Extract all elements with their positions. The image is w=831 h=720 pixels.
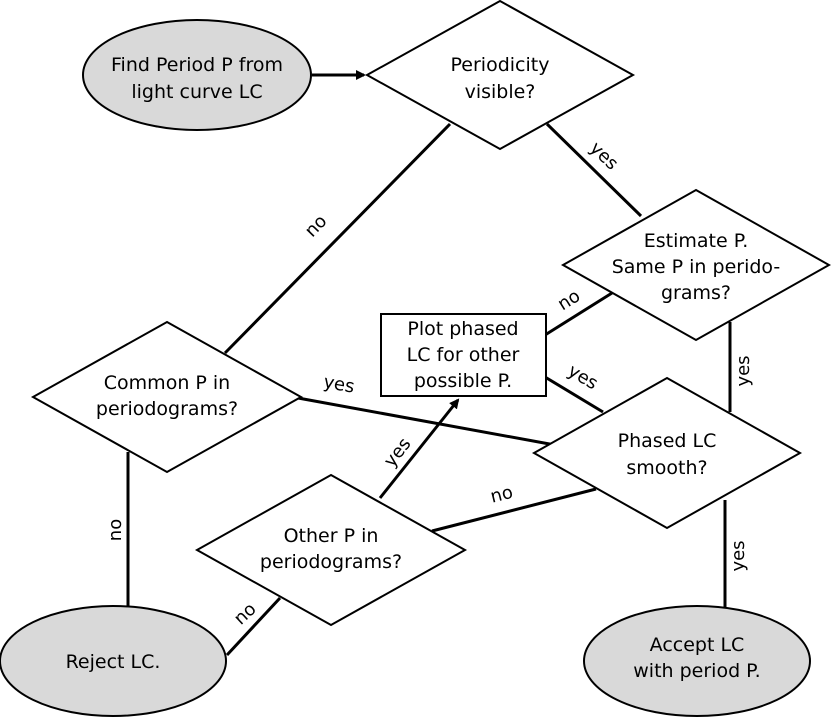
edge-label-common-no: no	[105, 519, 126, 541]
edge-label-periodicity-no: no	[301, 211, 332, 242]
accept-label-line-1: Accept LC	[650, 634, 745, 656]
plot-phased-label-line-2: LC for other	[407, 344, 520, 366]
reject-node: Reject LC.	[0, 605, 227, 717]
periodicity-label-line-1: Periodicity	[451, 54, 550, 76]
start-label-line-2: light curve LC	[131, 81, 262, 103]
common-label-line-2: periodograms?	[96, 398, 238, 420]
other-decision: Other P in periodograms?	[194, 473, 468, 627]
plot-phased-label-line-1: Plot phased	[407, 318, 518, 340]
other-label-line-1: Other P in	[284, 525, 379, 547]
estimate-label-line-2: Same P in perido-	[612, 256, 781, 278]
periodicity-label-line-2: visible?	[465, 81, 536, 103]
reject-label: Reject LC.	[66, 651, 161, 673]
periodicity-decision: Periodicity visible?	[364, 0, 636, 151]
edge-label-other-yes: yes	[380, 434, 416, 471]
edge-label-smooth-yes: yes	[728, 540, 749, 571]
plot-phased-box: Plot phased LC for other possible P.	[380, 313, 547, 397]
accept-node: Accept LC with period P.	[583, 605, 811, 717]
estimate-decision: Estimate P. Same P in perido- grams?	[560, 188, 831, 342]
plot-phased-label-line-3: possible P.	[414, 370, 512, 392]
phased-smooth-decision: Phased LC smooth?	[531, 376, 803, 530]
edge-label-estimate-no: no	[554, 285, 584, 315]
edge-label-smooth-no: no	[488, 482, 515, 508]
edge-other-to-smooth	[431, 487, 597, 533]
phased-smooth-label-line-1: Phased LC	[618, 430, 717, 452]
edge-estimate-to-plot	[544, 291, 613, 337]
edge-periodicity-to-common	[223, 122, 452, 355]
edge-other-to-plot	[378, 398, 460, 499]
estimate-label-line-3: grams?	[661, 282, 731, 304]
phased-smooth-label-line-2: smooth?	[626, 457, 707, 479]
edge-label-estimate-yes: yes	[733, 355, 754, 386]
start-node: Find Period P from light curve LC	[82, 19, 312, 131]
common-decision: Common P in periodograms?	[30, 320, 304, 474]
estimate-label-line-1: Estimate P.	[644, 230, 749, 252]
common-label-line-1: Common P in	[104, 372, 230, 394]
edge-plot-to-smooth	[544, 375, 604, 414]
other-label-line-2: periodograms?	[260, 551, 402, 573]
edge-other-to-reject	[225, 596, 282, 657]
edge-common-to-smooth	[297, 396, 556, 447]
edge-label-common-yes: yes	[322, 372, 356, 398]
start-label-line-1: Find Period P from	[111, 54, 283, 76]
edge-periodicity-to-estimate	[545, 122, 643, 218]
accept-label-line-2: with period P.	[633, 660, 760, 682]
edge-label-plot-yes: yes	[564, 360, 601, 394]
